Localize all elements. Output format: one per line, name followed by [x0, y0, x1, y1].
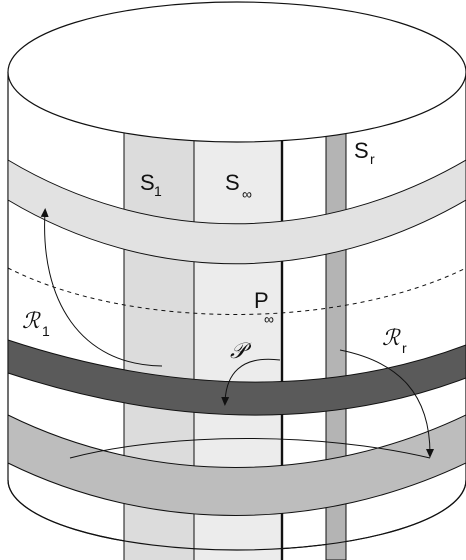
- label-s1: S 1: [140, 170, 162, 199]
- top-ellipse: [7, 1, 466, 143]
- svg-text:r: r: [402, 340, 407, 356]
- label-s-infinity: S ∞: [225, 170, 252, 202]
- svg-text:r: r: [370, 151, 375, 167]
- svg-text:ℛ: ℛ: [382, 326, 401, 351]
- arrow-p: [221, 358, 281, 406]
- svg-text:S: S: [140, 170, 155, 195]
- bottom-ellipse-front: [7, 479, 466, 551]
- label-sr: S r: [354, 138, 375, 167]
- bottom-ellipse-back: [69, 438, 431, 459]
- label-rr: ℛ r: [382, 326, 407, 356]
- svg-text:ℛ: ℛ: [22, 309, 41, 334]
- svg-text:P: P: [254, 288, 269, 313]
- svg-text:∞: ∞: [264, 311, 274, 327]
- band-top: [7, 159, 466, 265]
- band-middle: [7, 339, 466, 416]
- dashed-section: [7, 267, 466, 315]
- label-p-infinity: P ∞: [254, 288, 274, 327]
- label-r1: ℛ 1: [22, 309, 50, 339]
- svg-text:1: 1: [154, 183, 162, 199]
- svg-text:S: S: [225, 170, 240, 195]
- arrow-rr: [339, 349, 434, 458]
- svg-text:∞: ∞: [242, 186, 252, 202]
- svg-text:1: 1: [42, 323, 50, 339]
- arrow-r1: [40, 208, 163, 367]
- band-bottom: [7, 414, 466, 516]
- svg-text:S: S: [354, 138, 369, 163]
